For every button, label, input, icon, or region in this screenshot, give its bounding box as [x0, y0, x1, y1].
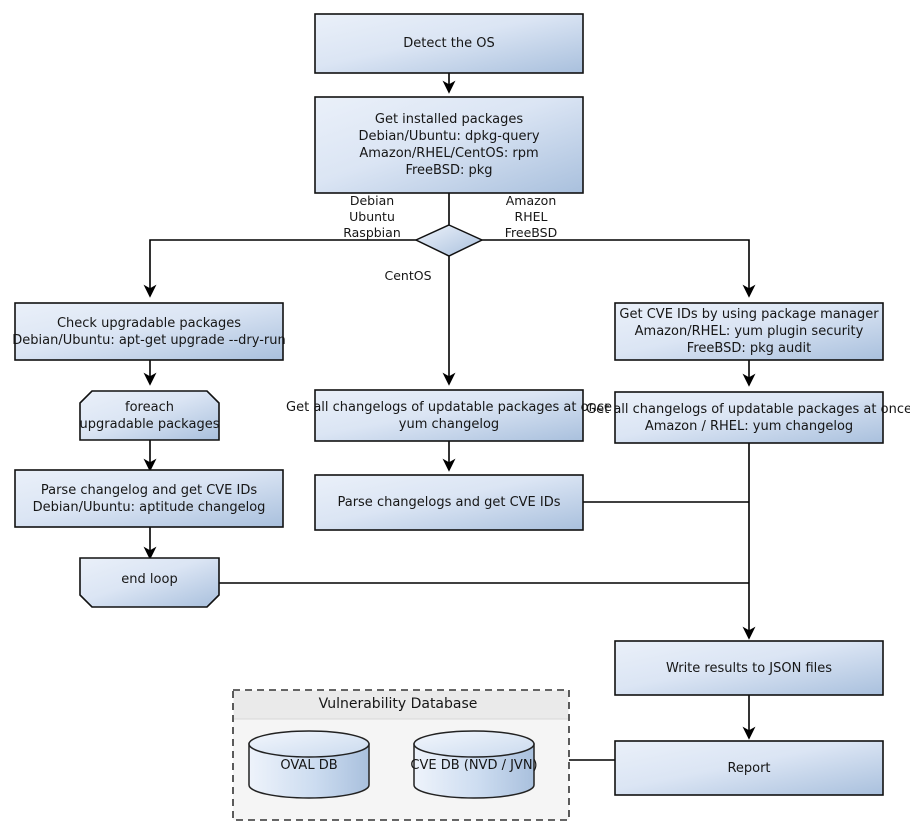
node-end-loop-shape	[79, 557, 220, 608]
vulnerability-database-title-label: Vulnerability Database	[318, 696, 478, 712]
node-get-changelogs-right-shape	[614, 391, 884, 444]
edge-label-right-branch: Amazon RHEL FreeBSD	[486, 193, 576, 241]
edge-label-left-branch-line-3: Raspbian	[343, 225, 401, 240]
edge-label-left-branch-line-2: Ubuntu	[349, 209, 395, 224]
edge-decision-left	[143, 239, 419, 298]
node-check-upgradable-shape	[14, 302, 284, 361]
edge-label-right-branch-line-3: FreeBSD	[504, 225, 558, 240]
edge-label-right-branch-line-1: Amazon	[505, 193, 557, 208]
node-report-shape	[614, 740, 884, 796]
node-parse-changelog-left-shape	[14, 469, 284, 528]
node-detect-os-shape	[314, 13, 584, 74]
edge-decision-right	[479, 239, 756, 298]
edge-label-center-branch-line-1: CentOS	[384, 268, 432, 283]
node-write-results-shape	[614, 640, 884, 696]
cve-db-cylinder	[413, 730, 535, 799]
oval-db-cylinder	[248, 730, 370, 799]
node-decision-shape	[414, 224, 484, 257]
edge-label-left-branch: Debian Ubuntu Raspbian	[327, 193, 417, 241]
edge-label-right-branch-line-2: RHEL	[514, 209, 548, 224]
edge-label-left-branch-line-1: Debian	[349, 193, 395, 208]
node-get-changelogs-center-shape	[314, 389, 584, 442]
node-get-installed-packages-shape	[314, 96, 584, 194]
node-get-cve-ids-pkgmgr-shape	[614, 302, 884, 361]
node-parse-changelogs-center-shape	[314, 474, 584, 531]
vulnerability-database-title: Vulnerability Database	[233, 696, 563, 712]
edge-label-center-branch: CentOS	[375, 268, 441, 284]
node-foreach-shape	[79, 390, 220, 441]
